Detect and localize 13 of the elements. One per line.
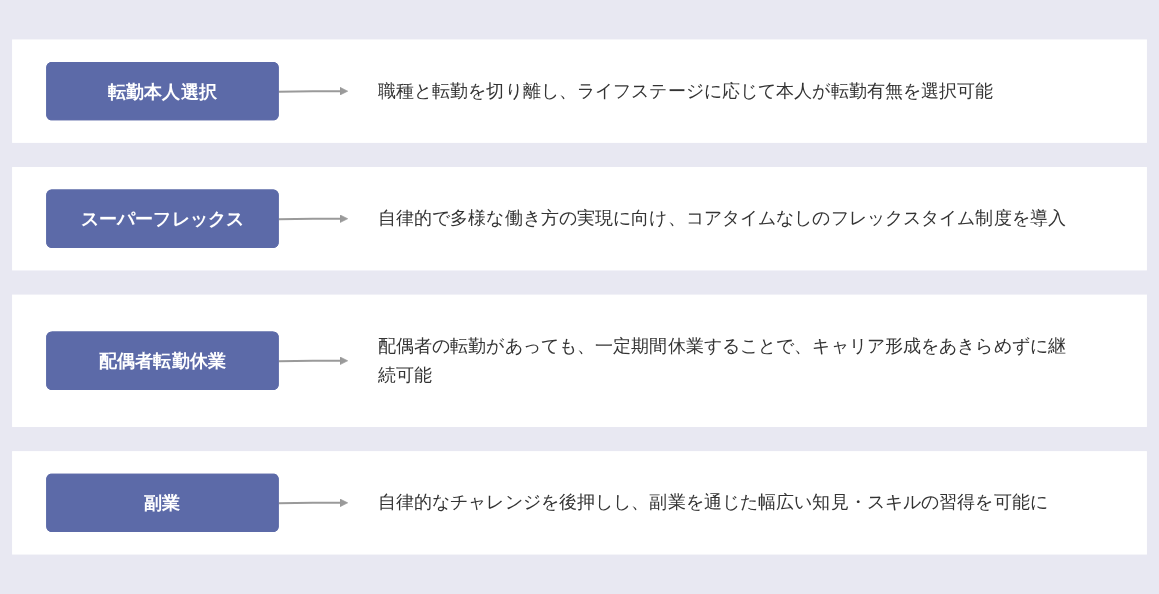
arrow [278,86,348,96]
category-box: 副業 [46,473,279,532]
description-text: 自律的なチャレンジを後押しし、副業を通じた幅広い知見・スキルの習得を可能に [377,491,1048,513]
category-box: 配偶者転勤休業 [46,331,279,390]
description-text: 自律的で多様な働き方の実現に向け、コアタイムなしのフレックスタイム制度を導入 [377,207,1066,229]
category-box: スーパーフレックス [46,189,279,248]
arrow [278,498,348,508]
arrow [278,356,348,366]
description-text: 職種と転勤を切り離し、ライフステージに応じて本人が転勤有無を選択可能 [377,79,994,101]
description-text: 配偶者の転勤があっても、一定期間休業することで、キャリア形成をあきらめずに継続可能 [377,334,1066,385]
arrow [278,214,348,224]
category-box: 転勤本人選択 [46,62,279,121]
row-panel [12,294,1147,427]
